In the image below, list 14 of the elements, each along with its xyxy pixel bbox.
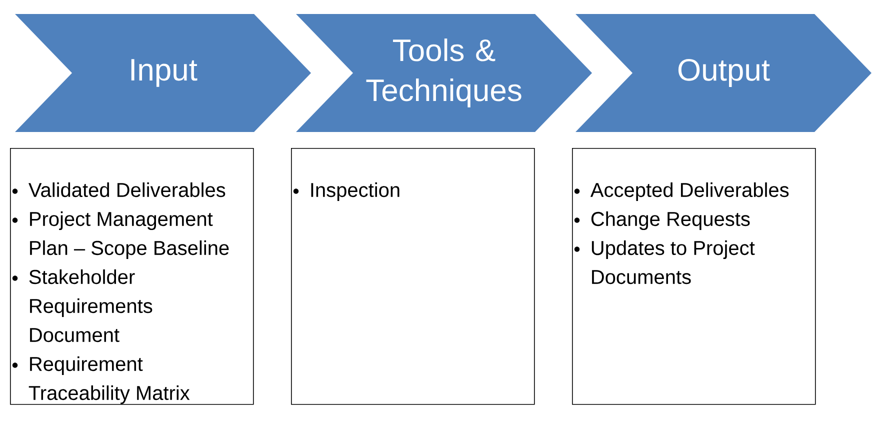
list-box [572,148,816,405]
list-item: Change Requests [591,211,750,230]
list-item: Accepted Deliverables [590,182,789,202]
list-item: Stakeholder Requirements Document [29,269,152,342]
process-step: Output [576,14,872,132]
process-step: Input [15,14,311,132]
list-item: Requirement Traceability Matrix [28,356,190,404]
list-item: Inspection [311,182,400,202]
list-box [10,148,254,405]
list-item: Updates to Project Documents [592,240,755,284]
process-step: Tools & Techniques [296,14,592,132]
list-box [291,148,535,405]
list-item: Project Management Plan – Scope Baseline [30,211,229,260]
list-item: Validated Deliverables [28,182,226,198]
